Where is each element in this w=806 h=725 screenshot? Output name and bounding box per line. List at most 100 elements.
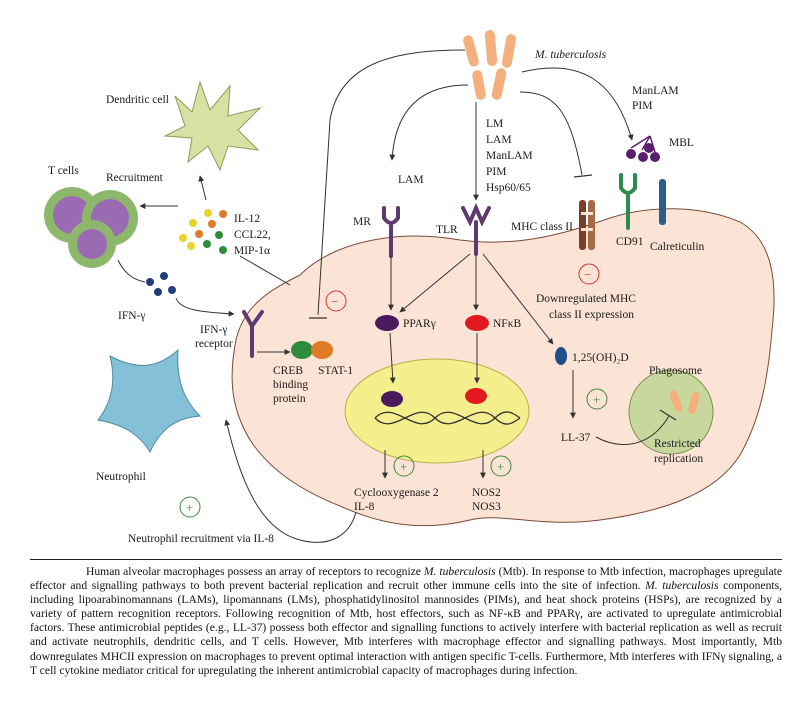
cox2-plus-sign bbox=[393, 455, 415, 477]
ifng-dots-icon bbox=[146, 272, 176, 296]
caption-text: Human alveolar macrophages possess an ar… bbox=[86, 565, 424, 578]
neutrophil-plus-sign bbox=[179, 496, 201, 518]
mr-ligand-label: LAM bbox=[398, 174, 424, 186]
pparg-to-nucleus-arrow bbox=[389, 332, 396, 384]
mtb-inhibit-mhc-line bbox=[519, 91, 583, 176]
pparg-dna-bound-icon bbox=[381, 391, 403, 407]
calreticulin-icon bbox=[659, 179, 666, 225]
tlr-ligand: ManLAM bbox=[486, 150, 533, 162]
mip1a-label: MIP-1α bbox=[234, 245, 270, 257]
ifng-receptor-icon bbox=[242, 310, 264, 358]
mtb-to-mr-arrow bbox=[389, 84, 469, 161]
mtb-label: M. tuberculosis bbox=[534, 49, 607, 61]
bacillus-in-phagosome-icon bbox=[669, 390, 700, 414]
il8-to-neutrophil-arrow bbox=[224, 419, 357, 543]
tlr-to-vitd-arrow bbox=[482, 253, 554, 345]
mhc-class-ii-label: MHC class II bbox=[511, 221, 573, 233]
vitd-label: 1,25(OH)₂D bbox=[572, 352, 629, 364]
mbl-ligand-label: PIM bbox=[632, 100, 652, 112]
creb-label: CREB bbox=[273, 365, 303, 377]
creb-icon bbox=[291, 341, 313, 359]
nfkb-dna-bound-icon bbox=[465, 388, 487, 404]
ifng-label: IFN-γ bbox=[118, 310, 145, 322]
ccl22-label: CCL22, bbox=[234, 229, 271, 241]
caption-text: (Mtb). In response to Mtb infection, mac… bbox=[30, 565, 782, 593]
pparg-icon bbox=[375, 315, 399, 331]
mr-label: MR bbox=[353, 216, 371, 228]
figure-caption: Human alveolar macrophages possess an ar… bbox=[30, 565, 782, 678]
phagosome-label: Phagosome bbox=[649, 365, 702, 377]
neutrophil-label: Neutrophil bbox=[96, 471, 146, 483]
il12-label: IL-12 bbox=[234, 213, 260, 225]
mhc-minus-text: − bbox=[584, 267, 591, 282]
neutrophil-recruitment-label: Neutrophil recruitment via IL-8 bbox=[128, 533, 274, 545]
phagosome bbox=[628, 369, 714, 455]
tlr-ligand: Hsp60/65 bbox=[486, 182, 531, 194]
ifng-minus-text: − bbox=[331, 294, 338, 309]
nos-plus-text: + bbox=[497, 459, 504, 474]
macrophage-cell bbox=[231, 208, 775, 527]
ll37-label: LL-37 bbox=[561, 432, 591, 444]
downregulated-mhc-label: Downregulated MHC bbox=[536, 293, 636, 305]
tlr-receptor-icon bbox=[461, 202, 491, 256]
ifng-receptor-label: IFN-γ bbox=[200, 324, 227, 336]
caption-text: components, including lipoarabinomannans… bbox=[30, 579, 783, 677]
ifng-receptor-label: receptor bbox=[195, 338, 233, 350]
cd91-receptor-icon bbox=[619, 173, 637, 230]
nfkb-label: NFκB bbox=[493, 318, 521, 330]
tlr-label: TLR bbox=[436, 224, 458, 236]
recruitment-label: Recruitment bbox=[106, 172, 164, 184]
dendritic-cell bbox=[163, 80, 262, 172]
ifng-minus-sign bbox=[325, 290, 347, 312]
stat1-label: STAT-1 bbox=[318, 365, 353, 377]
mr-receptor-icon bbox=[382, 206, 400, 258]
neutrophil-cell bbox=[97, 348, 202, 454]
t-cells-label: T cells bbox=[48, 165, 79, 177]
mhc-minus-sign bbox=[578, 263, 600, 285]
caption-divider bbox=[30, 559, 782, 560]
nos3-label: NOS3 bbox=[472, 501, 501, 513]
pathway-diagram: Phagosome M. tuberculosis LM LAM ManLAM … bbox=[44, 30, 775, 545]
nfkb-icon bbox=[465, 315, 489, 331]
neutrophil-plus-text: + bbox=[186, 500, 193, 515]
cytokine-dots-icon bbox=[179, 209, 227, 254]
cox2-plus-text: + bbox=[400, 459, 407, 474]
caption-species: M. tuberculosis bbox=[423, 565, 496, 578]
tlr-to-pparg-arrow bbox=[399, 253, 471, 313]
nos-plus-sign bbox=[490, 455, 512, 477]
mbl-label: MBL bbox=[669, 137, 694, 149]
cd91-label: CD91 bbox=[616, 236, 644, 248]
vitd-icon bbox=[555, 347, 567, 365]
mbl-ligand-label: ManLAM bbox=[632, 85, 679, 97]
tlr-ligand: LAM bbox=[486, 134, 512, 146]
calreticulin-label: Calreticulin bbox=[650, 241, 705, 253]
stat1-icon bbox=[311, 341, 333, 359]
restricted-replication-label: replication bbox=[654, 453, 703, 465]
mtb-inhibit-ifng-line bbox=[317, 49, 466, 316]
cox2-label: Cyclooxygenase 2 bbox=[354, 487, 439, 499]
ll37-inhibit-bar bbox=[659, 409, 677, 421]
mtb-to-mbl-arrow bbox=[521, 67, 634, 141]
ll37-to-phagosome-inhibit bbox=[595, 415, 670, 445]
tlr-ligand: LM bbox=[486, 118, 503, 130]
tlr-ligand-list: LM LAM ManLAM PIM Hsp60/65 bbox=[486, 118, 533, 194]
restricted-replication-label: Restricted bbox=[654, 438, 701, 450]
mtb-bacilli-icon bbox=[463, 30, 517, 100]
pparg-label: PPARγ bbox=[403, 318, 436, 330]
dna-strand bbox=[374, 411, 521, 425]
cytokine-to-dc-arrow bbox=[198, 175, 207, 201]
nos2-label: NOS2 bbox=[472, 487, 501, 499]
il8-label: IL-8 bbox=[354, 501, 375, 513]
tlr-ligand: PIM bbox=[486, 166, 506, 178]
mtb-inhibit-mhc-bar bbox=[573, 174, 593, 178]
creb-label: binding bbox=[273, 379, 308, 391]
caption-species: M. tuberculosis bbox=[645, 579, 719, 593]
tcell-to-ifng-line bbox=[117, 259, 146, 283]
vitd-plus-sign bbox=[586, 388, 608, 410]
creb-label: protein bbox=[273, 393, 306, 405]
mbl-icon bbox=[626, 135, 660, 162]
nucleus bbox=[344, 358, 530, 464]
dna-strand bbox=[374, 411, 521, 425]
t-cells-icon bbox=[44, 187, 138, 268]
vitd-plus-text: + bbox=[593, 392, 600, 407]
